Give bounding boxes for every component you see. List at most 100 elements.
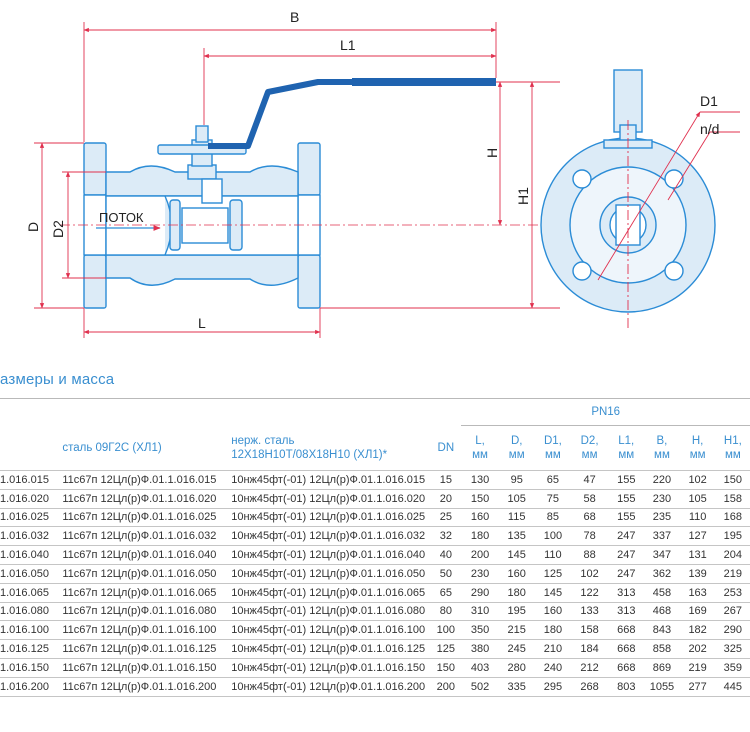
cell-code-suffix: 1.016.020 xyxy=(0,488,63,509)
cell-stainless-designation: 10нж45фт(-01) 12Цл(р)Ф.01.1.016.200 xyxy=(231,676,431,697)
cell-value: 337 xyxy=(644,526,680,546)
cell-steel-designation: 11с67п 12Цл(р)Ф.01.1.016.025 xyxy=(62,507,232,527)
cell-code-suffix: 1.016.065 xyxy=(0,582,63,603)
cell-value: 115 xyxy=(498,507,535,527)
cell-value: 102 xyxy=(570,563,609,584)
cell-steel-designation: 11с67п 12Цл(р)Ф.01.1.016.015 xyxy=(62,470,232,490)
cell-value: 160 xyxy=(461,507,499,527)
cell-value: 247 xyxy=(608,526,645,546)
cell-value: 843 xyxy=(644,620,680,640)
cell-value: 100 xyxy=(430,620,462,640)
cell-value: 403 xyxy=(461,657,499,678)
cell-value: 65 xyxy=(430,582,462,603)
cell-value: 88 xyxy=(570,545,609,565)
group-header-pn16: PN16 xyxy=(461,398,750,426)
cell-value: 458 xyxy=(644,582,680,603)
cell-value: 350 xyxy=(461,620,499,640)
valve-side-view xyxy=(83,125,321,309)
cell-value: 155 xyxy=(608,470,645,490)
flow-label: ПОТОК xyxy=(99,210,144,225)
cell-value: 277 xyxy=(679,676,716,697)
cell-value: 310 xyxy=(461,601,499,621)
valve-handle xyxy=(208,79,495,149)
cell-value: 280 xyxy=(498,657,535,678)
cell-value: 145 xyxy=(498,545,535,565)
cell-value: 247 xyxy=(608,563,645,584)
dim-D2-label: D2 xyxy=(50,220,66,238)
cell-value: 313 xyxy=(608,582,645,603)
cell-stainless-designation: 10нж45фт(-01) 12Цл(р)Ф.01.1.016.065 xyxy=(231,582,431,603)
cell-value: 212 xyxy=(570,657,609,678)
cell-value: 235 xyxy=(644,507,680,527)
cell-value: 75 xyxy=(534,488,571,509)
dim-B xyxy=(83,22,497,142)
cell-value: 32 xyxy=(430,526,462,546)
cell-value: 180 xyxy=(534,620,571,640)
cell-steel-designation: 11с67п 12Цл(р)Ф.01.1.016.100 xyxy=(62,620,232,640)
cell-code-suffix: 1.016.032 xyxy=(0,526,63,546)
dim-L xyxy=(83,308,321,338)
cell-value: 160 xyxy=(498,563,535,584)
cell-value: 215 xyxy=(498,620,535,640)
cell-value: 362 xyxy=(644,563,680,584)
cell-value: 313 xyxy=(608,601,645,621)
cell-value: 102 xyxy=(679,470,716,490)
cell-steel-designation: 11с67п 12Цл(р)Ф.01.1.016.020 xyxy=(62,488,232,509)
cell-value: 50 xyxy=(430,563,462,584)
cell-value: 180 xyxy=(498,582,535,603)
dim-D xyxy=(34,142,106,309)
col-D: D,мм xyxy=(508,435,525,461)
dim-H1-label: H1 xyxy=(515,187,531,205)
dim-H-label: H xyxy=(484,148,500,158)
cell-value: 135 xyxy=(498,526,535,546)
cell-value: 15 xyxy=(430,470,462,490)
dim-L-label: L xyxy=(198,315,206,331)
cell-value: 145 xyxy=(534,582,571,603)
cell-steel-designation: 11с67п 12Цл(р)Ф.01.1.016.065 xyxy=(62,582,232,603)
cell-stainless-designation: 10нж45фт(-01) 12Цл(р)Ф.01.1.016.050 xyxy=(231,563,431,584)
cell-stainless-designation: 10нж45фт(-01) 12Цл(р)Ф.01.1.016.040 xyxy=(231,545,431,565)
cell-value: 125 xyxy=(430,639,462,659)
cell-value: 445 xyxy=(715,676,750,697)
cell-value: 150 xyxy=(461,488,499,509)
spec-table: PN16 сталь 09Г2С (ХЛ1) нерж. сталь 12Х18… xyxy=(0,398,750,697)
cell-value: 290 xyxy=(461,582,499,603)
col-H: H,мм xyxy=(689,435,706,461)
cell-code-suffix: 1.016.050 xyxy=(0,563,63,584)
cell-value: 100 xyxy=(534,526,571,546)
dim-nd-label: n/d xyxy=(700,121,719,137)
cell-code-suffix: 1.016.150 xyxy=(0,657,63,678)
cell-value: 150 xyxy=(430,657,462,678)
cell-value: 668 xyxy=(608,657,645,678)
cell-code-suffix: 1.016.040 xyxy=(0,545,63,565)
cell-value: 204 xyxy=(715,545,750,565)
cell-value: 110 xyxy=(534,545,571,565)
cell-steel-designation: 11с67п 12Цл(р)Ф.01.1.016.125 xyxy=(62,639,232,659)
cell-value: 58 xyxy=(570,488,609,509)
cell-value: 122 xyxy=(570,582,609,603)
cell-value: 182 xyxy=(679,620,716,640)
cell-value: 195 xyxy=(498,601,535,621)
cell-value: 247 xyxy=(608,545,645,565)
cell-value: 380 xyxy=(461,639,499,659)
dim-D-label: D xyxy=(25,222,41,232)
col-dn: DN xyxy=(437,441,455,454)
cell-value: 131 xyxy=(679,545,716,565)
cell-stainless-designation: 10нж45фт(-01) 12Цл(р)Ф.01.1.016.020 xyxy=(231,488,431,509)
valve-drawing: ПОТОК B L1 H H1 D D2 L xyxy=(25,9,740,338)
cell-value: 268 xyxy=(570,676,609,697)
cell-code-suffix: 1.016.015 xyxy=(0,470,63,490)
cell-stainless-designation: 10нж45фт(-01) 12Цл(р)Ф.01.1.016.025 xyxy=(231,507,431,527)
col-H1: H1,мм xyxy=(723,435,742,461)
cell-value: 668 xyxy=(608,639,645,659)
cell-value: 158 xyxy=(570,620,609,640)
col-D1: D1,мм xyxy=(543,435,562,461)
